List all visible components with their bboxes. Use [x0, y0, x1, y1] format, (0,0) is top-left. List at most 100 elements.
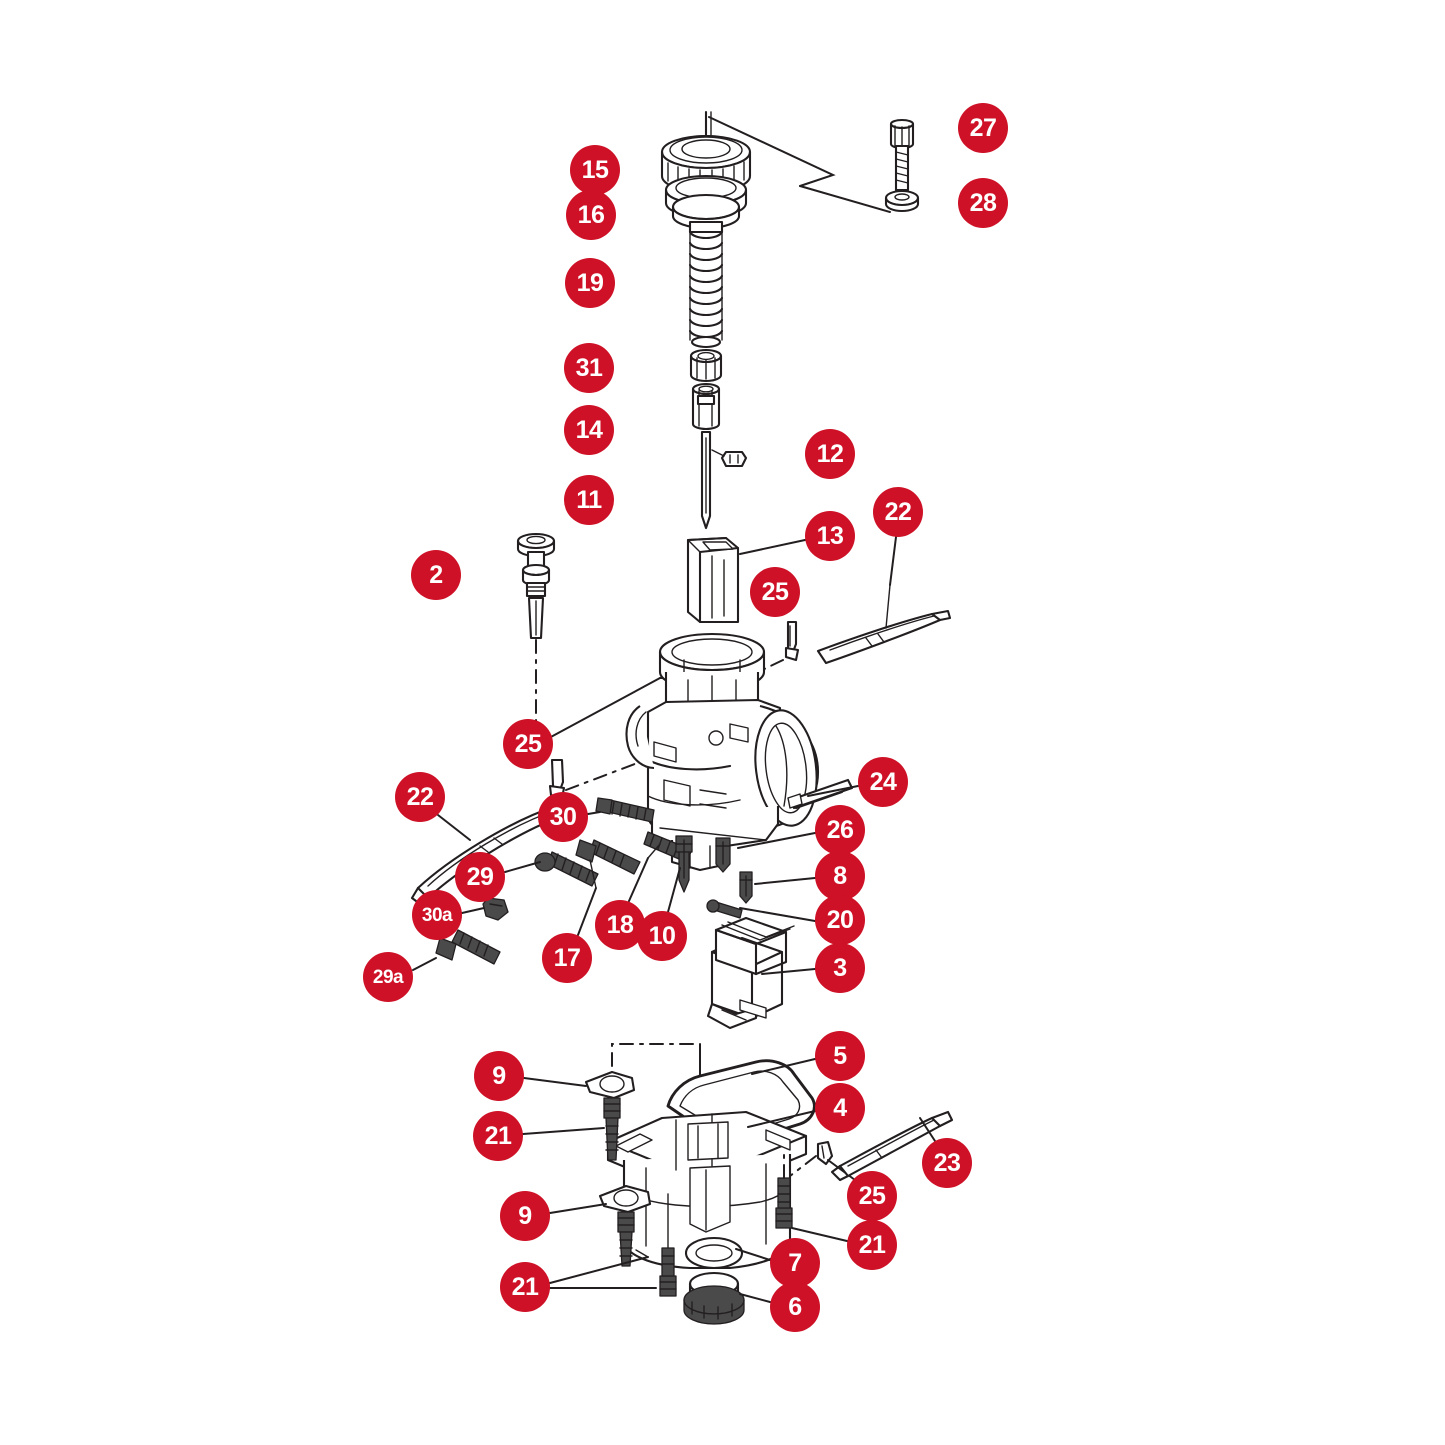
part-29-screw — [504, 851, 599, 887]
part-19-spring — [688, 220, 724, 349]
callout-14[interactable]: 14 — [564, 405, 614, 455]
part-6-drain-plug — [683, 1271, 771, 1325]
callout-12-label: 12 — [816, 439, 844, 468]
callout-24[interactable]: 24 — [858, 757, 908, 807]
part-25-pin-bottom — [789, 1140, 856, 1181]
callout-12[interactable]: 12 — [805, 429, 855, 479]
callout-18-label: 18 — [606, 910, 634, 939]
callout-16-label: 16 — [577, 200, 605, 229]
part-13-throttle-slide — [686, 536, 806, 624]
callout-25-upper[interactable]: 25 — [750, 567, 800, 617]
callout-4-label: 4 — [833, 1093, 847, 1122]
callout-29[interactable]: 29 — [455, 852, 505, 902]
callout-9-lower[interactable]: 9 — [500, 1191, 550, 1241]
callout-26-label: 26 — [826, 815, 854, 844]
callout-7[interactable]: 7 — [770, 1238, 820, 1288]
callout-27-label: 27 — [969, 113, 997, 142]
callout-3[interactable]: 3 — [815, 943, 865, 993]
callout-14-label: 14 — [575, 415, 603, 444]
callout-23[interactable]: 23 — [922, 1138, 972, 1188]
part-28-washer — [884, 189, 920, 213]
callout-6[interactable]: 6 — [770, 1282, 820, 1332]
callout-5-label: 5 — [833, 1041, 847, 1070]
callout-13-label: 13 — [816, 521, 844, 550]
callout-28-label: 28 — [969, 188, 997, 217]
part-26-jet — [715, 832, 816, 873]
callout-13[interactable]: 13 — [805, 511, 855, 561]
callout-10-label: 10 — [648, 921, 676, 950]
callout-21-right-label: 21 — [858, 1230, 886, 1259]
callout-8[interactable]: 8 — [815, 851, 865, 901]
callout-21-right[interactable]: 21 — [847, 1220, 897, 1270]
part-21-bolt-upper — [522, 1097, 621, 1161]
callout-11[interactable]: 11 — [564, 475, 614, 525]
part-21-bolt-right — [775, 1147, 848, 1242]
callout-30-label: 30 — [549, 802, 577, 831]
callout-4[interactable]: 4 — [815, 1083, 865, 1133]
callout-29-label: 29 — [466, 862, 494, 891]
callout-20[interactable]: 20 — [815, 895, 865, 945]
callout-15-label: 15 — [581, 155, 609, 184]
callout-28[interactable]: 28 — [958, 178, 1008, 228]
callout-29a-label: 29a — [372, 966, 404, 988]
callout-7-label: 7 — [788, 1248, 802, 1277]
callout-18[interactable]: 18 — [595, 900, 645, 950]
callout-31-label: 31 — [575, 353, 603, 382]
part-7-oring — [684, 1236, 771, 1270]
part-21-bolt-lower-left — [549, 1211, 649, 1284]
callout-25-left-label: 25 — [514, 729, 542, 758]
part-29a-screw — [412, 929, 501, 971]
callout-17[interactable]: 17 — [542, 933, 592, 983]
callout-5[interactable]: 5 — [815, 1031, 865, 1081]
callout-25-bottom-label: 25 — [858, 1181, 886, 1210]
callout-10[interactable]: 10 — [637, 911, 687, 961]
callout-9-upper[interactable]: 9 — [474, 1051, 524, 1101]
callout-26[interactable]: 26 — [815, 805, 865, 855]
callout-30[interactable]: 30 — [538, 792, 588, 842]
callout-11-label: 11 — [576, 485, 602, 514]
part-top-cap-group — [660, 110, 891, 230]
callout-29a[interactable]: 29a — [363, 952, 413, 1002]
part-3-floats — [706, 916, 816, 1030]
callout-2[interactable]: 2 — [411, 550, 461, 600]
part-8-jet — [739, 871, 816, 904]
part-14-holder — [691, 382, 721, 431]
callout-8-label: 8 — [833, 861, 847, 890]
part-10-needle-jet — [667, 835, 693, 913]
callout-25-bottom[interactable]: 25 — [847, 1171, 897, 1221]
part-30a-nut — [461, 897, 509, 921]
callout-19-label: 19 — [576, 268, 604, 297]
part-9-banjo-upper — [523, 1043, 701, 1100]
part-9-banjo-lower — [549, 1184, 652, 1214]
callout-22-right[interactable]: 22 — [873, 487, 923, 537]
part-22-hose-right — [816, 536, 952, 665]
callout-22-right-label: 22 — [884, 497, 912, 526]
part-23-hose — [830, 1110, 954, 1182]
part-21-bolt-center — [549, 1193, 677, 1297]
part-1-carburetor-body — [625, 632, 844, 872]
part-20-pin — [706, 899, 816, 922]
callout-27[interactable]: 27 — [958, 103, 1008, 153]
callout-2-label: 2 — [429, 560, 443, 589]
callout-21-upper[interactable]: 21 — [473, 1111, 523, 1161]
callout-30a[interactable]: 30a — [412, 890, 462, 940]
callout-25-upper-label: 25 — [761, 577, 789, 606]
part-4-float-bowl — [606, 1110, 816, 1270]
callout-31[interactable]: 31 — [564, 343, 614, 393]
callout-15[interactable]: 15 — [570, 145, 620, 195]
part-24-rod — [787, 778, 859, 810]
callout-21-lower-left[interactable]: 21 — [500, 1262, 550, 1312]
part-25-pin-upper — [699, 620, 800, 701]
callout-24-label: 24 — [869, 767, 897, 796]
part-11-jet-needle — [700, 430, 748, 530]
part-31-nut — [689, 348, 723, 383]
callout-22-left[interactable]: 22 — [395, 772, 445, 822]
part-17-jet — [575, 839, 641, 936]
callout-19[interactable]: 19 — [565, 258, 615, 308]
callout-9-lower-label: 9 — [518, 1201, 532, 1230]
callout-25-left[interactable]: 25 — [503, 719, 553, 769]
part-30-screw — [587, 797, 655, 823]
callout-22-left-label: 22 — [406, 782, 434, 811]
callout-16[interactable]: 16 — [566, 190, 616, 240]
